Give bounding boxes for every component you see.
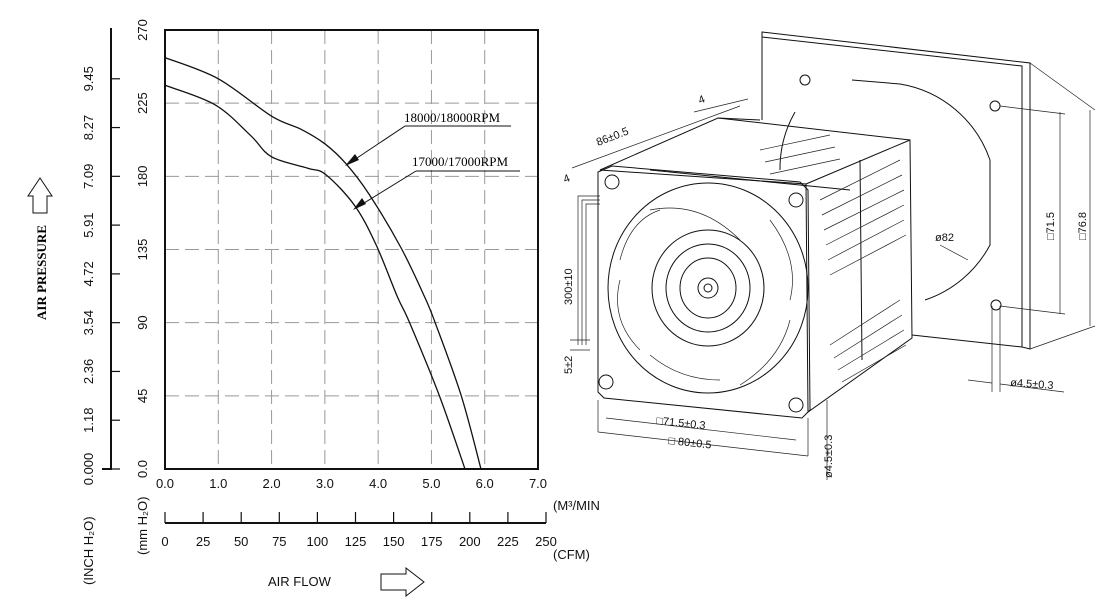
y2-tick-label: 3.54 [81,310,96,335]
x-axis-title: AIR FLOW [268,574,332,589]
dim-frame-size: □ 80±0.5 [668,435,712,451]
dim-cutout-dia: ø82 [935,232,954,244]
fan-blades [617,207,793,386]
x2-tick-label: 200 [459,534,481,549]
fan-front-frame [597,165,811,419]
y-axis-title: AIR PRESSURE [34,225,49,320]
y-tick-label: 90 [135,315,150,329]
series-line-17000rpm [164,84,466,470]
dim-hole-dia-front: ø4.5±0.3 [823,435,835,478]
x-tick-label: 4.0 [369,476,387,491]
annotation-18000: 18000/18000RPM [345,110,511,166]
dim-plate-size: □76.8 [1077,212,1089,240]
dim-hole-pitch: □71.5±0.3 [656,415,706,432]
y2-tick-label: 0.000 [81,453,96,486]
series-label-17000: 17000/17000RPM [412,154,509,169]
x-tick-label: 2.0 [263,476,281,491]
x2-tick-label: 25 [196,534,210,549]
y-tick-label: 180 [135,165,150,187]
annotation-17000: 17000/17000RPM [353,154,520,210]
y2-tick-label: 5.91 [81,212,96,237]
fan-housing [599,117,913,413]
x2-tick-label: 75 [272,534,286,549]
series-label-18000: 18000/18000RPM [404,110,501,125]
x2-tick-label: 0 [161,534,168,549]
up-arrow-icon [27,177,53,214]
dim-hole-dia-plate: ø4.5±0.3 [1010,377,1054,392]
x2-unit-label: (CFM) [553,547,590,562]
x2-tick-label: 175 [421,534,443,549]
grid-lines [165,30,538,469]
y2-tick-label: 8.27 [81,115,96,140]
x2-tick-label: 125 [345,534,367,549]
x-tick-label: 5.0 [422,476,440,491]
y-unit-label: (mm H₂O) [135,497,150,555]
x2-tick-label: 225 [497,534,519,549]
y-tick-label: 135 [135,239,150,261]
x-tick-label: 6.0 [476,476,494,491]
y-tick-label: 45 [135,389,150,403]
dim-flange-back: 4 [697,93,707,106]
y2-tick-label: 9.45 [81,66,96,91]
y-tick-label: 270 [135,19,150,41]
y-tick-label: 0.0 [135,460,150,478]
y2-tick-label: 7.09 [81,164,96,189]
x-tick-label: 7.0 [529,476,547,491]
x2-tick-label: 100 [307,534,329,549]
right-arrow-icon [380,566,425,598]
series-line-18000rpm [164,57,482,470]
x2-tick-label: 250 [535,534,557,549]
x-unit-label: (M³/MIN.) [553,498,600,513]
dim-plate-hole-pitch: □71.5 [1045,212,1057,240]
x-tick-label: 0.0 [156,476,174,491]
x-tick-label: 1.0 [209,476,227,491]
dim-depth: 86±0.5 [595,126,631,149]
y-tick-label: 225 [135,92,150,114]
x2-tick-label: 50 [234,534,248,549]
mounting-plate [761,31,1031,350]
fan-performance-chart: 0.0 1.0 2.0 3.0 4.0 5.0 6.0 7.0 0.0 45 90 135 180 225… [27,19,600,598]
y2-unit-label: (INCH H₂O) [81,516,96,585]
dimension-lines [571,62,1096,480]
y2-tick-label: 1.18 [81,408,96,433]
y2-tick-label: 2.36 [81,359,96,384]
x2-tick-label: 150 [383,534,405,549]
x-tick-label: 3.0 [316,476,334,491]
y2-tick-label: 4.72 [81,261,96,286]
plot-frame [164,29,539,470]
